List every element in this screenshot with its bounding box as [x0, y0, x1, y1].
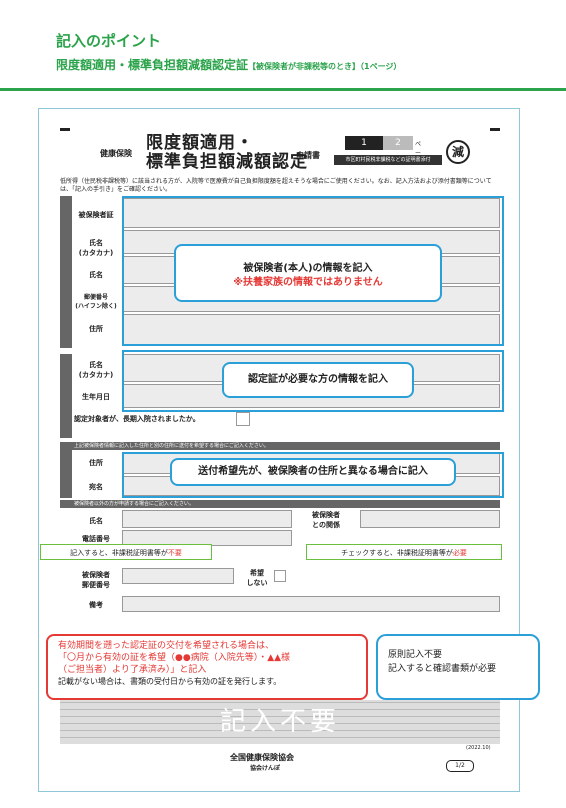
chokinyuin-checkbox[interactable] — [236, 412, 250, 426]
shinsei-label: 申請書 — [296, 151, 320, 160]
label-seinengappi: 生年月日 — [82, 393, 110, 401]
section-head-soufu — [60, 442, 500, 450]
form-sheet: 健康保険 限度額適用・標準負担額減額認定 申請書 1 2 ページ 市区町村民税非… — [60, 128, 500, 778]
blue-note-line2: 記入すると確認書類が必要 — [388, 664, 497, 674]
label-shimei: 氏名 — [89, 271, 103, 279]
form-title-line2: 標準負担額減額認定 — [146, 152, 308, 172]
label-yubin: 郵便番号 (ハイフン除く) — [75, 294, 117, 310]
callout-nintei: 認定証が必要な方の情報を記入 — [222, 362, 414, 398]
form-intro-note: 低所得（住民税非課税等）に該当される方が、入院等で医療費が自己負担限度額を超えそ… — [60, 178, 492, 193]
kyokai-logo: 全国健康保険協会協会けんぽ — [230, 752, 294, 772]
form-title-line1: 限度額適用・ — [146, 133, 254, 153]
attachment-tag: 市区町村民税非課税などの証明書添付 — [334, 155, 442, 165]
callout-hihokensha-line2: ※扶養家族の情報ではありません — [233, 277, 383, 288]
note-green-right: チェックすると、非課税証明書等が必要 — [306, 544, 502, 560]
note-green-right-em: 必要 — [452, 549, 467, 557]
form-frame — [38, 108, 520, 792]
section-head-daiko — [60, 500, 500, 508]
section-bar-nintei — [60, 354, 72, 438]
label-biko: 備考 — [89, 601, 103, 609]
note-green-left-em: 不要 — [167, 549, 182, 557]
label-kankei: 被保険者 との関係 — [312, 511, 340, 529]
highlight-nintei — [122, 350, 504, 412]
label-nintei-shimei: 氏名 (カタカナ) — [78, 361, 114, 379]
label-chokinyuin: 認定対象者が、長期入院されましたか。 — [74, 415, 200, 423]
red-note-line2: 「〇月から有効の証を希望（●●病院（入院先等）・▲▲様 — [58, 653, 291, 663]
label-jusho: 住所 — [89, 325, 103, 333]
jusho-field[interactable] — [122, 314, 500, 346]
section-bar-hihokensha — [60, 196, 72, 348]
callout-hihokensha-line1: 被保険者(本人)の情報を記入 — [243, 263, 373, 274]
corner-mark — [60, 128, 70, 131]
page-2-tab: 2 — [383, 136, 413, 150]
callout-soufu: 送付希望先が、被保険者の住所と異なる場合に記入 — [170, 458, 456, 486]
logo-sub: 協会けんぽ — [250, 765, 281, 772]
label-soufu-jusho: 住所 — [89, 459, 103, 467]
blue-note-line1: 原則記入不要 — [388, 650, 443, 660]
page-number: 1/2 — [446, 760, 474, 772]
section-head-daiko-text: 被保険者以外の方が申請する場合にご記入ください。 — [74, 501, 194, 507]
note-green-left-text: 記入すると、非課税証明書等が — [70, 549, 168, 557]
label-shimei-kana: 氏名 (カタカナ) — [78, 239, 114, 257]
highlight-soufu — [122, 452, 504, 498]
header-divider — [0, 88, 566, 91]
gen-seal: 減 — [446, 140, 470, 164]
subheading-main: 限度額適用・標準負担額減額認定証 — [56, 58, 249, 72]
hihokensha-sho-field[interactable] — [122, 198, 500, 228]
kenpo-label: 健康保険 — [100, 149, 132, 158]
section-bar-soufu — [60, 450, 72, 498]
label-hihokensha-sho: 被保険者証 — [78, 211, 114, 219]
kinyu-fuyou-label: 記入不要 — [219, 707, 340, 737]
note-green-left: 記入すると、非課税証明書等が不要 — [40, 544, 212, 560]
note-green-right-text: チェックすると、非課税証明書等が — [341, 549, 453, 557]
form-title: 限度額適用・標準負担額減額認定 — [146, 134, 308, 172]
page-1-tab: 1 — [345, 136, 383, 150]
red-note-line3: （ご担当者）より了承済み）」と記入 — [58, 665, 207, 675]
red-note-box: 有効期間を遡った認定証の交付を希望される場合は、 「〇月から有効の証を希望（●●… — [46, 634, 368, 700]
edition-year: (2022.10) — [466, 745, 491, 751]
red-note-line1: 有効期間を遡った認定証の交付を希望される場合は、 — [58, 641, 275, 651]
label-kibou: 希望 しない — [246, 569, 268, 587]
subheading-note: 【被保険者が非課税等のとき】（1ページ） — [248, 62, 402, 71]
callout-hihokensha: 被保険者(本人)の情報を記入 ※扶養家族の情報ではありません — [174, 244, 442, 302]
highlight-hihokensha — [122, 196, 504, 346]
label-hihoyubin: 被保険者 郵便番号 — [82, 571, 110, 589]
hihoyubin-field[interactable] — [122, 568, 234, 584]
kibou-checkbox[interactable] — [274, 570, 286, 582]
label-shimei2: 氏名 — [89, 517, 103, 525]
label-denwa: 電話番号 — [82, 535, 110, 543]
section-head-soufu-text: 上記被保険者情報に記入した住所と別の住所に送付を希望する場合にご記入ください。 — [74, 443, 269, 449]
page-indicator: 1 2 ページ — [345, 136, 425, 166]
logo-main: 全国健康保険協会 — [230, 753, 294, 762]
biko-field[interactable] — [122, 596, 500, 612]
kankei-field[interactable] — [360, 510, 500, 528]
page-heading: 記入のポイント — [56, 32, 162, 50]
shaded-area — [60, 700, 500, 744]
corner-mark — [490, 128, 500, 131]
daiko-shimei-field[interactable] — [122, 510, 292, 528]
page-subheading: 限度額適用・標準負担額減額認定証【被保険者が非課税等のとき】（1ページ） — [56, 56, 401, 73]
label-atena: 宛名 — [89, 483, 103, 491]
red-note-line4: 記載がない場合は、書類の受付日から有効の証を発行します。 — [58, 677, 282, 686]
blue-note-box: 原則記入不要 記入すると確認書類が必要 — [376, 634, 540, 700]
